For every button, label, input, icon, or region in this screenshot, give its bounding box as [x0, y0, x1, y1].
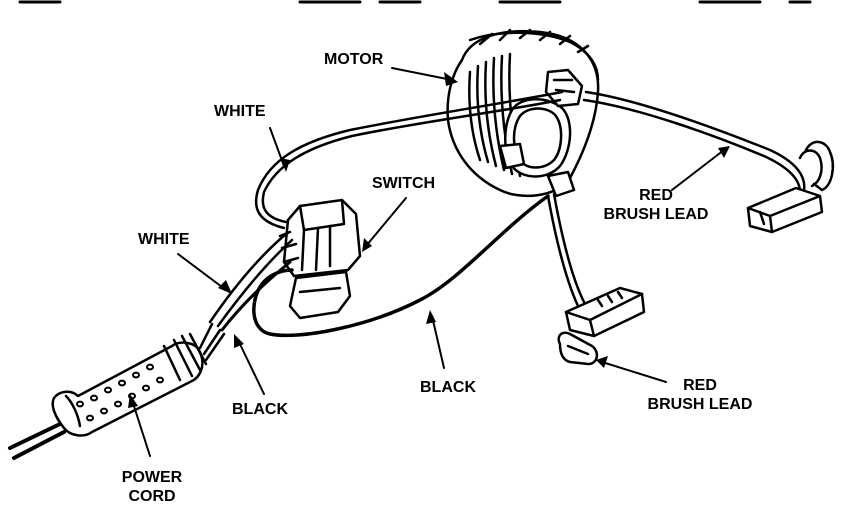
red-brush-lead-right	[582, 90, 834, 234]
white-wire-left	[208, 232, 294, 328]
label-power-cord-line2: CORD	[128, 488, 176, 505]
label-red-brush-lead-bottom-line1: RED	[683, 377, 717, 394]
label-white-top: WHITE	[214, 103, 266, 120]
label-motor: MOTOR	[324, 51, 384, 68]
label-red-brush-lead-bottom-line2: BRUSH LEAD	[647, 396, 753, 413]
power-cord	[8, 322, 226, 460]
switch	[278, 198, 362, 320]
arrowheads	[128, 72, 730, 408]
black-wire-middle	[252, 194, 550, 338]
label-black-left: BLACK	[232, 401, 288, 418]
motor	[446, 28, 600, 198]
label-power-cord-line1: POWER	[121, 469, 183, 486]
white-wire-top	[254, 90, 564, 230]
label-power-cord: POWER CORD	[114, 468, 190, 506]
red-brush-lead-bottom	[546, 192, 646, 366]
label-red-brush-lead-right-line1: RED	[639, 187, 673, 204]
label-white-left: WHITE	[138, 231, 190, 248]
label-black-middle: BLACK	[420, 379, 476, 396]
label-red-brush-lead-right-line2: BRUSH LEAD	[603, 206, 709, 223]
label-red-brush-lead-bottom: RED BRUSH LEAD	[640, 376, 760, 414]
leader-lines	[131, 67, 725, 457]
label-red-brush-lead-right: RED BRUSH LEAD	[596, 186, 716, 224]
label-switch: SWITCH	[372, 175, 436, 192]
